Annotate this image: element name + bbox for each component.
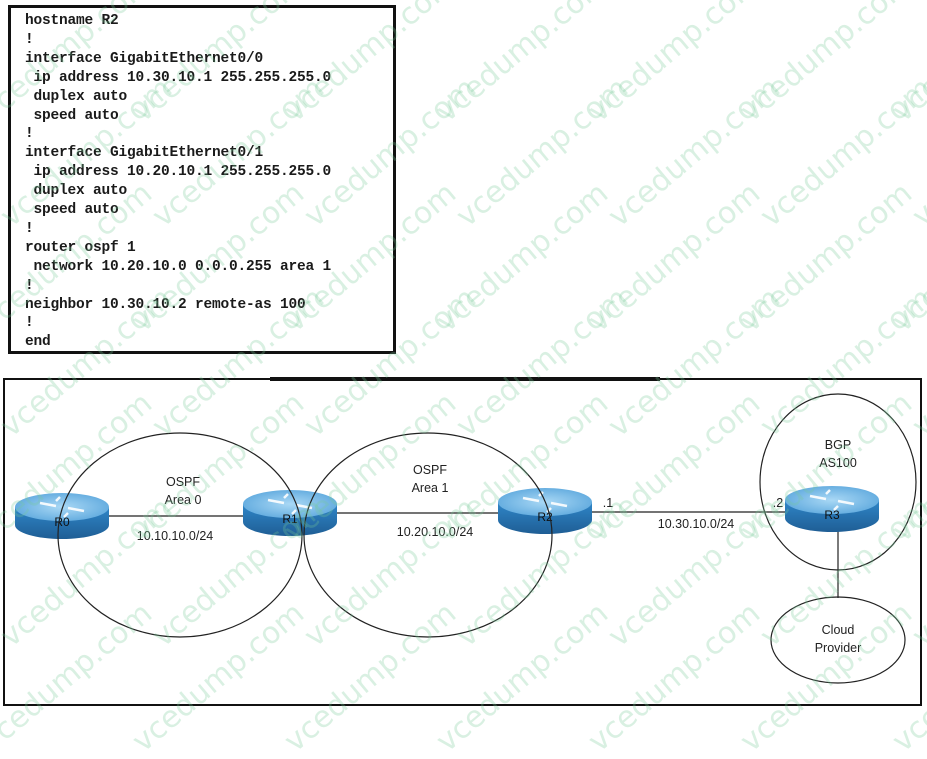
area-0-subnet-label: 10.10.10.0/24	[137, 529, 214, 543]
config-line: network 10.20.10.0 0.0.0.255 area 1	[25, 258, 332, 275]
router-config-listing: hostname R2! interface GigabitEthernet0/0…	[8, 5, 396, 354]
config-line: speed auto	[25, 107, 119, 124]
network-topology-diagram: R0 R1 R2 R3 OSPF Area 0 10.10.10.0/24 OS…	[3, 377, 922, 706]
config-line: ip address 10.20.10.1 255.255.255.0	[25, 164, 332, 181]
ospf-area-0-boundary	[57, 432, 303, 638]
config-line: duplex auto	[25, 88, 128, 105]
bgp-as-boundary	[759, 393, 917, 571]
config-line: !	[25, 315, 34, 332]
area-1-subnet-label: 10.20.10.0/24	[397, 525, 474, 539]
cloud-label: Cloud	[822, 623, 855, 637]
area-1-protocol-label: OSPF	[413, 463, 447, 477]
config-line: !	[25, 220, 34, 237]
wan-subnet-label: 10.30.10.0/24	[658, 517, 735, 531]
router-label: R0	[54, 515, 70, 529]
ospf-area-1-boundary	[303, 432, 553, 638]
router-r3[interactable]: R3	[783, 484, 881, 534]
config-line: speed auto	[25, 202, 119, 218]
provider-label: Provider	[815, 641, 862, 655]
config-line: ip address 10.30.10.1 255.255.255.0	[25, 69, 332, 86]
router-r1[interactable]: R1	[241, 488, 339, 538]
router-r2[interactable]: R2	[496, 486, 594, 536]
router-label: R1	[282, 512, 298, 526]
area-1-name-label: Area 1	[412, 481, 449, 495]
router-r0[interactable]: R0	[13, 491, 111, 541]
config-line: interface GigabitEthernet0/1	[25, 145, 264, 162]
config-line: router ospf 1	[25, 239, 136, 256]
area-0-name-label: Area 0	[165, 493, 202, 507]
config-line: interface GigabitEthernet0/0	[25, 50, 264, 67]
area-0-protocol-label: OSPF	[166, 475, 200, 489]
r3-host-address-label: .2	[773, 496, 783, 510]
bgp-label: BGP	[825, 438, 851, 452]
cloud-provider-node	[770, 596, 906, 684]
config-line: !	[25, 31, 34, 48]
config-line: !	[25, 277, 34, 294]
config-line: neighbor 10.30.10.2 remote-as 100	[25, 296, 306, 313]
config-line: end	[25, 334, 51, 351]
config-line: hostname R2	[25, 13, 119, 29]
config-line: duplex auto	[25, 183, 128, 200]
bgp-as-label: AS100	[819, 456, 857, 470]
r2-host-address-label: .1	[603, 496, 613, 510]
config-line: !	[25, 126, 34, 143]
router-label: R3	[824, 508, 840, 522]
